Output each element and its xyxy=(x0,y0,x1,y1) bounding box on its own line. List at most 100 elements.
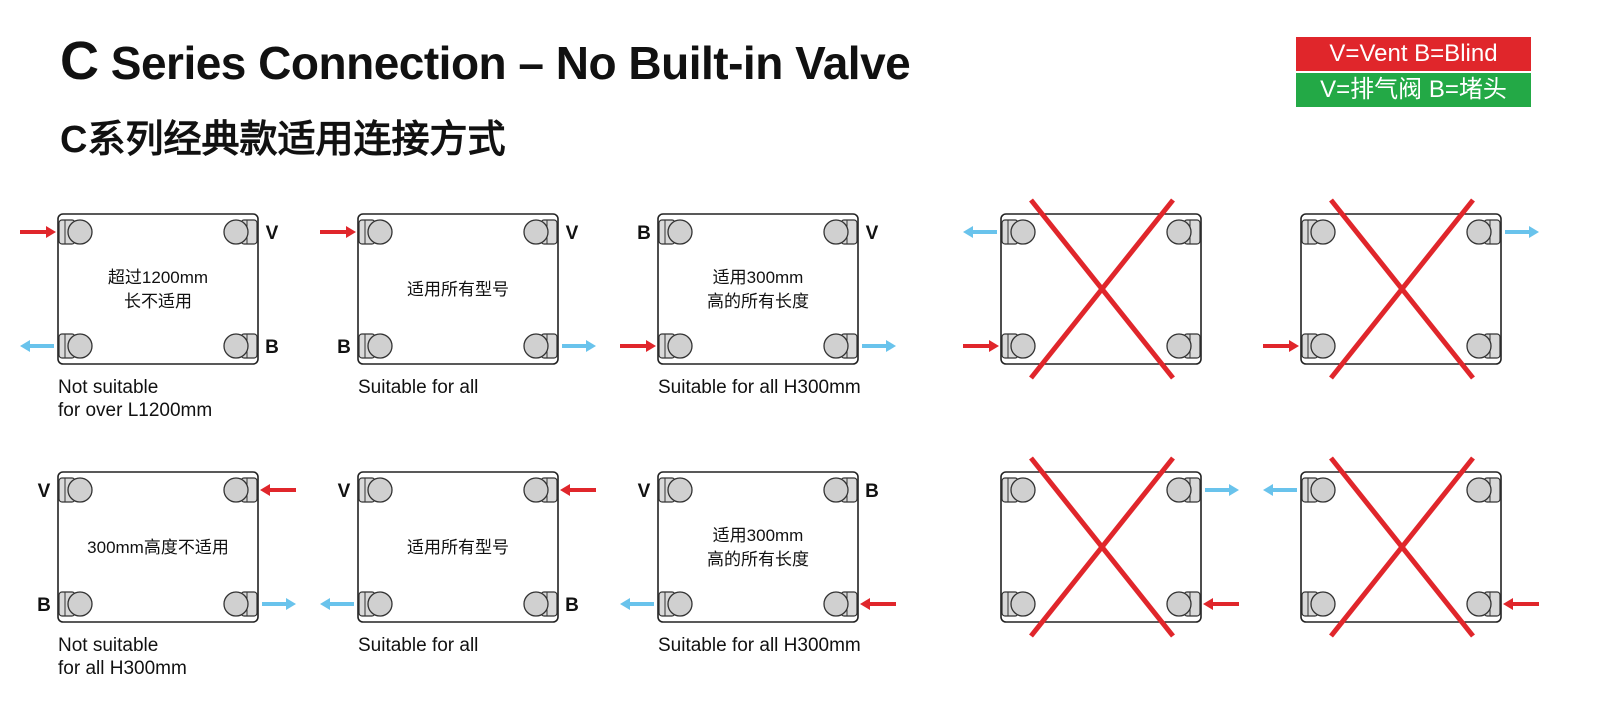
diagram-caption: Suitable for all xyxy=(358,376,478,399)
arrow-head xyxy=(320,598,330,610)
port-circle xyxy=(523,477,549,503)
vent-label: V xyxy=(266,223,279,244)
port-circle xyxy=(67,591,93,617)
arrow-head xyxy=(989,340,999,352)
port-circle xyxy=(523,219,549,245)
arrow-head xyxy=(260,484,270,496)
arrow-head xyxy=(1529,226,1539,238)
caption-line: Not suitable xyxy=(58,635,159,656)
title-text: Series Connection – No Built-in Valve xyxy=(98,37,911,89)
port-circle xyxy=(1166,591,1192,617)
diagram-note: 长不适用 xyxy=(124,292,192,311)
caption-line: Not suitable xyxy=(58,377,159,398)
diagram-caption: Suitable for all H300mm xyxy=(658,376,861,399)
diagram-note: 适用300mm xyxy=(713,268,804,287)
vent-label: V xyxy=(638,481,651,502)
port-circle xyxy=(1310,333,1336,359)
port-circle xyxy=(1310,477,1336,503)
port-circle xyxy=(367,219,393,245)
port-circle xyxy=(67,477,93,503)
diagram-note: 高的所有长度 xyxy=(707,550,809,569)
arrow-head xyxy=(620,598,630,610)
radiator-outline xyxy=(657,213,859,365)
port-circle xyxy=(667,477,693,503)
arrow-head xyxy=(1289,340,1299,352)
caption-line: Suitable for all xyxy=(358,377,479,398)
arrow-head xyxy=(586,340,596,352)
arrow-head xyxy=(560,484,570,496)
blind-label: B xyxy=(265,337,279,358)
radiator-diagram xyxy=(1000,456,1239,638)
port-circle xyxy=(67,219,93,245)
port-circle xyxy=(223,333,249,359)
diagram-note: 300mm高度不适用 xyxy=(87,538,229,557)
legend-english: V=Vent B=Blind xyxy=(1296,37,1531,71)
arrow-head xyxy=(860,598,870,610)
radiator-diagram xyxy=(1263,198,1539,380)
vent-label: V xyxy=(38,481,51,502)
diagram-caption: Suitable for all xyxy=(358,634,478,657)
port-circle xyxy=(1466,591,1492,617)
port-circle xyxy=(667,333,693,359)
port-circle xyxy=(1166,219,1192,245)
port-circle xyxy=(823,477,849,503)
blind-label: B xyxy=(337,337,351,358)
arrow-head xyxy=(46,226,56,238)
port-circle xyxy=(1010,591,1036,617)
port-circle xyxy=(367,591,393,617)
port-circle xyxy=(67,333,93,359)
port-circle xyxy=(367,477,393,503)
port-circle xyxy=(523,591,549,617)
diagram-note: 高的所有长度 xyxy=(707,292,809,311)
radiator-outline xyxy=(357,213,559,365)
port-circle xyxy=(223,591,249,617)
page-subtitle: C系列经典款适用连接方式 xyxy=(60,119,506,161)
blind-label: B xyxy=(865,481,879,502)
port-circle xyxy=(1466,219,1492,245)
arrow-head xyxy=(286,598,296,610)
arrow-head xyxy=(1503,598,1513,610)
vent-label: V xyxy=(866,223,879,244)
arrow-head xyxy=(1263,484,1273,496)
radiator-outline xyxy=(57,213,259,365)
caption-line: Suitable for all H300mm xyxy=(658,635,861,656)
port-circle xyxy=(1310,219,1336,245)
diagram-caption: Suitable for all H300mm xyxy=(658,634,861,657)
blind-label: B xyxy=(37,595,51,616)
port-circle xyxy=(667,591,693,617)
vent-label: V xyxy=(338,481,351,502)
port-circle xyxy=(667,219,693,245)
port-circle xyxy=(1466,477,1492,503)
port-circle xyxy=(523,333,549,359)
port-circle xyxy=(823,591,849,617)
cross-line xyxy=(1029,456,1175,638)
arrow-head xyxy=(346,226,356,238)
port-circle xyxy=(1310,591,1336,617)
diagram-note: 适用所有型号 xyxy=(407,280,509,299)
page-title: C Series Connection – No Built-in Valve xyxy=(60,30,911,92)
caption-line: Suitable for all H300mm xyxy=(658,377,861,398)
diagram-note: 超过1200mm xyxy=(108,268,208,287)
port-circle xyxy=(823,333,849,359)
blind-label: B xyxy=(565,595,579,616)
port-circle xyxy=(1010,477,1036,503)
port-circle xyxy=(1010,219,1036,245)
port-circle xyxy=(1166,477,1192,503)
radiator-diagram: V B 超过1200mm 长不适用 xyxy=(20,213,279,365)
caption-line: for all H300mm xyxy=(58,658,187,679)
cross-line xyxy=(1329,456,1475,638)
radiator-diagram: V B 300mm高度不适用 xyxy=(37,471,296,623)
arrow-head xyxy=(886,340,896,352)
radiator-outline xyxy=(657,471,859,623)
title-letter: C xyxy=(60,31,99,91)
port-circle xyxy=(223,219,249,245)
arrow-head xyxy=(20,340,30,352)
arrow-head xyxy=(963,226,973,238)
port-circle xyxy=(1010,333,1036,359)
